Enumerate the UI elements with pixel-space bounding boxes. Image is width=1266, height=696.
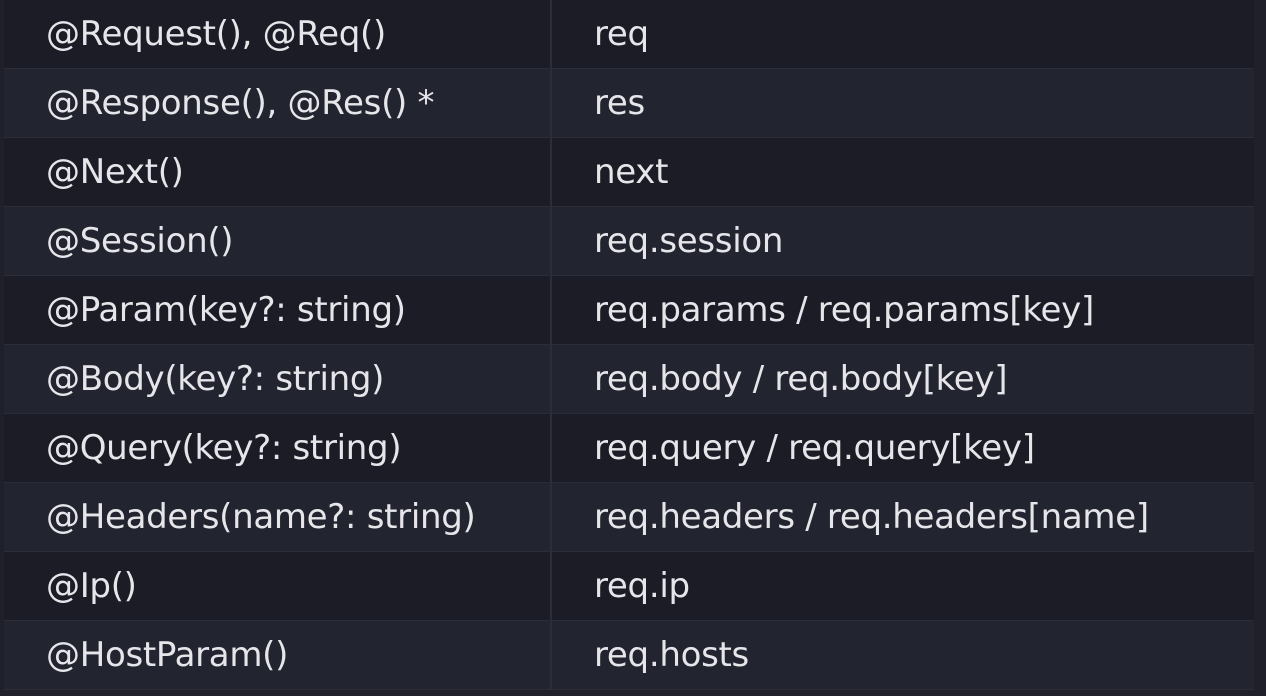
decorator-cell: @Headers(name?: string)	[4, 483, 552, 551]
decorator-cell: @Param(key?: string)	[4, 276, 552, 344]
decorator-cell: @Response(), @Res() *	[4, 69, 552, 137]
table-row: @Ip() req.ip	[4, 552, 1254, 621]
table-row: @Request(), @Req() req	[4, 0, 1254, 69]
object-cell: next	[594, 152, 669, 192]
table-row: @Param(key?: string) req.params / req.pa…	[4, 276, 1254, 345]
decorator-cell: @Session()	[4, 207, 552, 275]
table-row: @Body(key?: string) req.body / req.body[…	[4, 345, 1254, 414]
decorator-cell: @Next()	[4, 138, 552, 206]
object-cell: res	[594, 83, 645, 123]
decorator-cell: @Ip()	[4, 552, 552, 620]
decorator-cell: @Request(), @Req()	[4, 0, 552, 68]
table-row: @Next() next	[4, 138, 1254, 207]
right-margin	[1254, 0, 1266, 696]
object-cell: req.body / req.body[key]	[594, 359, 1008, 399]
decorator-cell: @Query(key?: string)	[4, 414, 552, 482]
table-row: @Session() req.session	[4, 207, 1254, 276]
object-cell: req.params / req.params[key]	[594, 290, 1094, 330]
object-cell: req.session	[594, 221, 784, 261]
decorator-cell: @Body(key?: string)	[4, 345, 552, 413]
table-row: @Response(), @Res() * res	[4, 69, 1254, 138]
object-cell: req	[594, 14, 649, 54]
decorator-cell: @HostParam()	[4, 621, 552, 689]
object-cell: req.ip	[594, 566, 690, 606]
object-cell: req.headers / req.headers[name]	[594, 497, 1149, 537]
object-cell: req.hosts	[594, 635, 749, 675]
decorator-mapping-table: @Request(), @Req() req @Response(), @Res…	[4, 0, 1254, 690]
table-row: @Query(key?: string) req.query / req.que…	[4, 414, 1254, 483]
object-cell: req.query / req.query[key]	[594, 428, 1035, 468]
table-row: @Headers(name?: string) req.headers / re…	[4, 483, 1254, 552]
table-row: @HostParam() req.hosts	[4, 621, 1254, 690]
